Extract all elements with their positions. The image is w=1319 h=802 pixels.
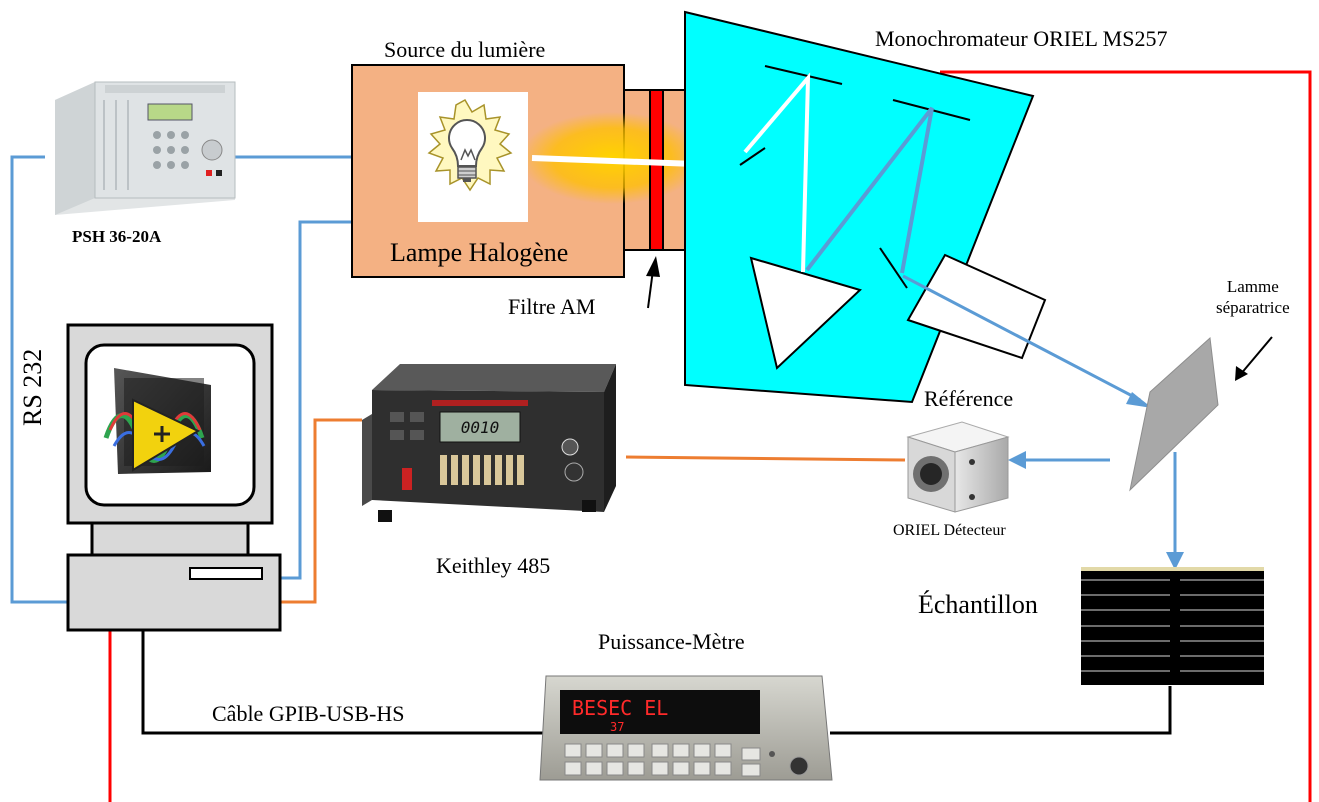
lightbulb-icon <box>427 98 513 192</box>
beam-splitter-plate <box>1129 336 1219 492</box>
keithley-display-reading: 0010 <box>461 418 500 437</box>
sample-label: Échantillon <box>918 590 1038 619</box>
red-power-line <box>108 70 1312 802</box>
keithley-label: Keithley 485 <box>436 553 551 578</box>
diffraction-grating <box>749 256 862 370</box>
beam-to-splitter <box>902 274 1141 402</box>
beam-splitter-label: Lamme séparatrice <box>1216 277 1290 318</box>
oriel-detector-device <box>906 421 1010 513</box>
gpib-cable-label: Câble GPIB-USB-HS <box>212 701 405 726</box>
power-meter-display-line1: BESEC EL <box>572 696 668 720</box>
light-source-label: Source du lumière <box>384 37 546 62</box>
rs232-label: RS 232 <box>18 348 47 426</box>
monochromator-label: Monochromateur ORIEL MS257 <box>875 26 1168 51</box>
beam-to-splitter-arrowhead <box>1126 392 1152 408</box>
keithley-485-device: 0010 <box>362 352 626 544</box>
computer-device <box>66 323 282 632</box>
power-supply-device <box>55 81 236 215</box>
labview-app-icon <box>103 368 211 474</box>
beam-to-detector-arrowhead <box>1008 451 1026 469</box>
rs232-links <box>10 155 352 604</box>
power-meter-to-sample-line <box>830 686 1172 735</box>
computer-tower <box>66 553 282 632</box>
drive-slot <box>189 567 263 580</box>
reference-label: Référence <box>924 386 1014 411</box>
psu-to-pc-link <box>10 155 70 604</box>
sample-solar-cell <box>1081 567 1264 685</box>
lamp-label: Lampe Halogène <box>390 238 569 267</box>
internal-white-beam <box>743 72 811 273</box>
psu-label: PSH 36-20A <box>72 227 162 246</box>
beam-to-sample-arrowhead <box>1166 552 1184 570</box>
power-meter-label: Puissance-Mètre <box>598 629 745 654</box>
gpib-cable-line <box>141 630 550 735</box>
detector-to-keithley-link <box>624 455 906 462</box>
detector-label: ORIEL Détecteur <box>893 522 1006 539</box>
power-meter-device: BESEC EL 37 <box>539 675 833 781</box>
power-meter-display-line2: 37 <box>610 720 624 734</box>
filter-label: Filtre AM <box>508 294 596 319</box>
filter-pointer-arrowhead <box>646 256 660 277</box>
am-filter <box>649 89 664 251</box>
lamp-to-pc-link <box>278 220 352 580</box>
splitter-pointer-arrowhead <box>1235 366 1248 381</box>
splitter-pointer-arrow <box>1239 336 1273 376</box>
internal-blue-beam <box>805 106 934 274</box>
analog-links <box>280 418 906 604</box>
psu-lcd <box>147 103 193 121</box>
pc-to-keithley-link <box>280 418 372 604</box>
